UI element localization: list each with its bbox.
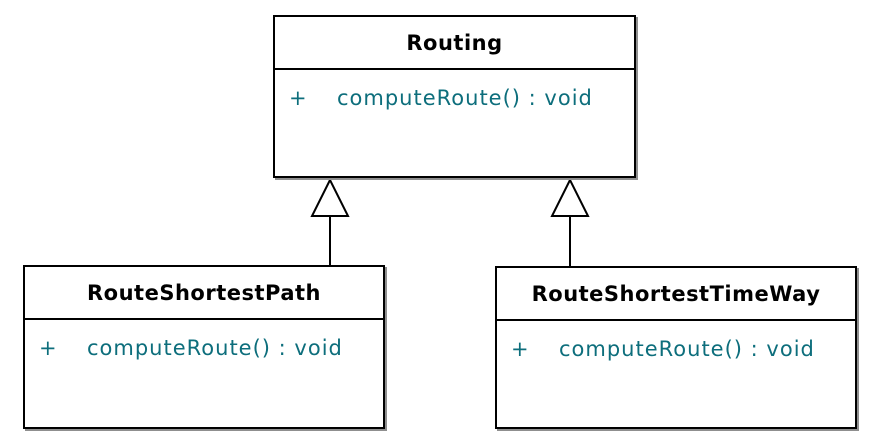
class-box-route-shortest-time-way: RouteShortestTimeWay + computeRoute() : …: [495, 266, 857, 429]
generalization-arrow-right: [550, 177, 590, 268]
class-members: + computeRoute() : void: [497, 321, 855, 361]
method-signature: computeRoute() : void: [87, 336, 343, 360]
method-visibility: +: [511, 337, 530, 361]
class-title: RouteShortestTimeWay: [497, 268, 855, 321]
method-signature: computeRoute() : void: [337, 86, 593, 110]
class-box-route-shortest-path: RouteShortestPath + computeRoute() : voi…: [23, 265, 385, 429]
method-visibility: +: [289, 86, 308, 110]
method-signature: computeRoute() : void: [559, 337, 815, 361]
generalization-arrow-left: [310, 177, 350, 267]
method-row: + computeRoute() : void: [25, 336, 383, 360]
class-title: Routing: [275, 17, 634, 70]
class-members: + computeRoute() : void: [25, 320, 383, 360]
method-visibility: +: [39, 336, 58, 360]
class-title: RouteShortestPath: [25, 267, 383, 320]
method-row: + computeRoute() : void: [275, 86, 634, 110]
class-members: + computeRoute() : void: [275, 70, 634, 110]
class-box-routing: Routing + computeRoute() : void: [273, 15, 636, 178]
method-row: + computeRoute() : void: [497, 337, 855, 361]
